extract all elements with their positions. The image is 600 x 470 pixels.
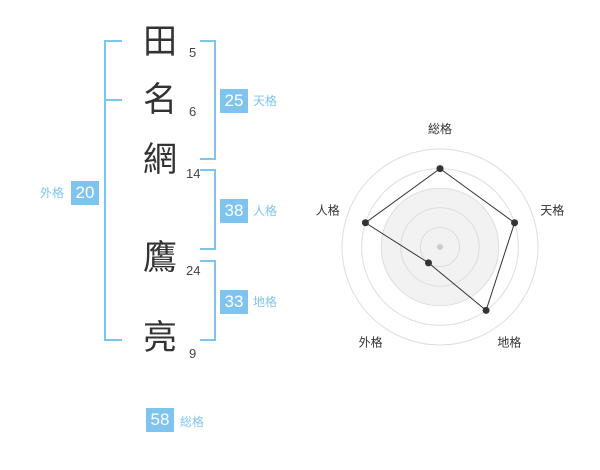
radar-ring-5 <box>341 148 539 346</box>
stroke-count-1: 5 <box>189 45 197 60</box>
stroke-count-3: 14 <box>186 166 201 181</box>
jinkaku-label: 人格 <box>253 204 278 218</box>
tenkaku-label: 天格 <box>253 94 278 108</box>
radar-axis-label-4: 外格 <box>359 334 383 349</box>
soukaku-value: 58 <box>146 408 174 432</box>
radar-axis-label-3: 地格 <box>497 334 521 349</box>
name-char-4: 鷹 <box>143 238 177 278</box>
radar-series-line <box>364 167 516 312</box>
radar-ring-1 <box>419 226 461 268</box>
name-char-2: 名 <box>143 80 177 120</box>
radar-data <box>361 165 519 314</box>
radar-point-4 <box>424 259 432 267</box>
name-char-3: 網 <box>143 140 177 180</box>
stroke-count-4: 24 <box>186 263 201 278</box>
jinkaku-value: 38 <box>220 199 248 223</box>
chikaku-label: 地格 <box>253 295 278 309</box>
outer-bracket-tick <box>104 99 122 101</box>
chikaku-value: 33 <box>220 290 248 314</box>
stroke-count-5: 9 <box>189 346 197 361</box>
gaikaku-value: 20 <box>71 181 99 205</box>
soukaku-label: 総格 <box>180 415 205 429</box>
radar-axis-label-1: 総格 <box>428 121 452 136</box>
radar-ring-2 <box>400 207 480 287</box>
name-char-5: 亮 <box>143 318 177 358</box>
radar-ring-3 <box>380 187 500 307</box>
radar-point-5 <box>361 219 369 227</box>
tenkaku-bracket <box>200 40 216 160</box>
name-char-1: 田 <box>143 22 177 62</box>
radar-point-1 <box>436 165 444 173</box>
gaikaku-label: 外格 <box>40 186 65 200</box>
radar-point-3 <box>482 306 490 314</box>
radar-center <box>437 244 443 250</box>
stroke-count-2: 6 <box>189 104 197 119</box>
radar-point-2 <box>511 219 519 227</box>
chikaku-bracket <box>200 260 216 341</box>
radar-axis-label-5: 人格 <box>316 203 340 218</box>
outer-bracket <box>104 40 122 341</box>
tenkaku-value: 25 <box>220 89 248 113</box>
radar-axis-label-2: 天格 <box>540 203 564 218</box>
jinkaku-bracket <box>200 169 216 250</box>
